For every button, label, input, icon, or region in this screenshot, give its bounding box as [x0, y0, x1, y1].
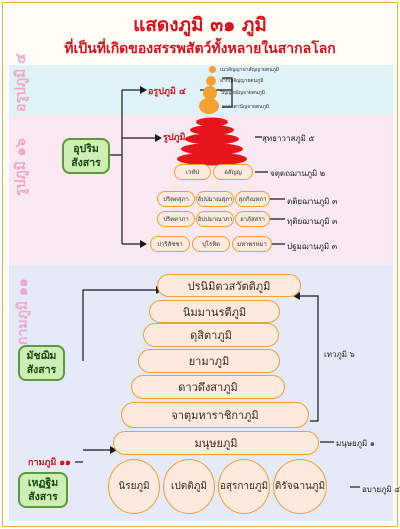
heaven-2: นิมมานรตีภูมิ: [149, 300, 280, 323]
tatiya-label: ตติยฌานภูมิ ๓: [287, 197, 338, 206]
upper-samsara-line2: สังสาร: [71, 157, 101, 169]
diagram-subtitle: ที่เป็นที่เกิดของสรรพสัตว์ทั้งหลายในสากล…: [64, 41, 336, 57]
upper-samsara-box: อุปริม สังสาร: [62, 138, 110, 174]
diagram-title: แสดงภูมิ ๓๑ ภูมิ: [133, 14, 267, 36]
arupa-label: อรูปภูมิ ๔: [148, 87, 186, 97]
arupa-dot-2: [206, 76, 216, 86]
dutiya-label: ทุติยฌานภูมิ ๓: [287, 217, 338, 226]
arupa-dot-4: [199, 98, 219, 114]
tatiya-box-1: ปริตตสุภา: [157, 191, 195, 207]
heaven-1: ปรนิมิตวสวัตติภูมิ: [157, 274, 301, 297]
pathama-box-2: ปุโรหิต: [192, 236, 230, 252]
lower-samsara-line2: สังสาร: [28, 491, 58, 503]
tatiya-box-2: อัปปมาณสุภา: [196, 191, 234, 207]
apaya-niraya: นิรยภูมิ: [108, 459, 160, 514]
heaven-4: ยามาภูมิ: [138, 349, 280, 373]
apaya-asura: อสุรกายภูมิ: [218, 459, 270, 514]
heaven-5: ดาวดึงสาภูมิ: [131, 375, 285, 399]
chatuttha-box-1: เวหัป: [174, 164, 211, 180]
pathama-label: ปฐมฌานภูมิ ๓: [287, 242, 338, 251]
dutiya-box-1: ปริตตาภา: [157, 211, 195, 227]
middle-samsara-line2: สังสาร: [26, 364, 57, 376]
arupa-item-4: อากาสานัญจายตนภูมิ: [222, 104, 270, 110]
apaya-tiracchana: ดิรัจฉานภูมิ: [273, 459, 327, 514]
chatuttha-label: จตุตถฌานภูมิ ๒: [270, 169, 326, 178]
apaya-label: อบายภูมิ ๔: [362, 485, 400, 494]
middle-samsara-box: มัชฌิม สังสาร: [18, 345, 65, 381]
rupa-label: รูปภูมิ ๑๖: [163, 133, 200, 143]
apaya-peta: เปตติภูมิ: [163, 459, 215, 514]
pathama-box-3: มหาพรหมา: [232, 236, 272, 252]
dutiya-box-3: อาภัสสรา: [235, 211, 270, 227]
middle-samsara-line1: มัชฌิม: [26, 350, 57, 362]
arupa-dot-3: [203, 86, 217, 100]
dutiya-box-2: อัปปมาณาภา: [196, 211, 234, 227]
arupa-item-3: วิญญาณัญจายตนภูมิ: [220, 90, 265, 96]
arupa-item-2: อากิญจัญญายตนภูมิ: [220, 78, 264, 84]
heaven-6: จาตุมหาราชิกาภูมิ: [121, 402, 309, 428]
suddhavasa-label: สุทธาวาสภูมิ ๕: [262, 134, 315, 143]
human-realm: มนุษยภูมิ: [113, 431, 319, 455]
chatuttha-box-2: อสัญญ: [213, 164, 253, 180]
arupa-item-1: เนวสัญญานาสัญญายตนภูมิ: [220, 67, 280, 73]
deva-label: เทวภูมิ ๖: [324, 350, 355, 359]
pathama-box-1: ปาริสัชชา: [150, 236, 190, 252]
kama-small-label: กามภูมิ ๑๑: [28, 458, 71, 468]
arupa-dot-1: [209, 66, 216, 73]
upper-samsara-line1: อุปริม: [73, 143, 99, 155]
lower-samsara-box: เหฏฐิม สังสาร: [18, 472, 68, 508]
heaven-3: ดุสิตาภูมิ: [143, 323, 279, 347]
tatiya-box-3: สุภกิณหภา: [235, 191, 270, 207]
lower-samsara-line1: เหฏฐิม: [27, 477, 59, 489]
human-label: มนุษยภูมิ ๑: [336, 439, 375, 448]
